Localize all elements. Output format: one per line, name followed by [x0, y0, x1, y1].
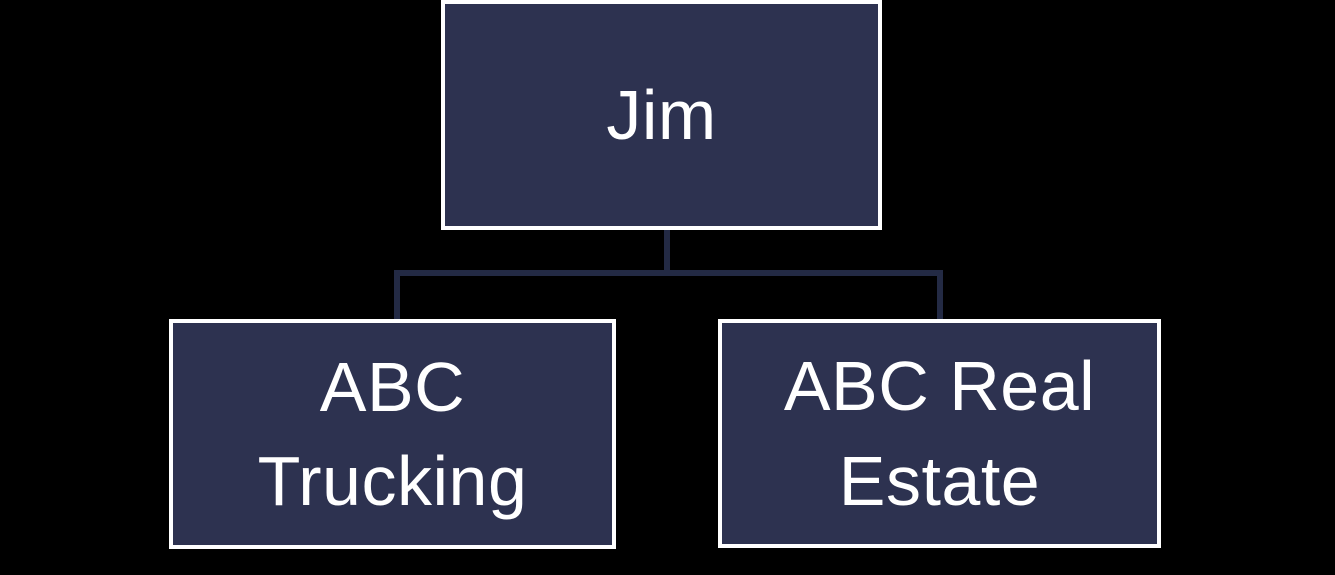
node-abc-real-estate-label: ABC Real Estate — [783, 347, 1096, 520]
connector-root-stem — [664, 230, 670, 276]
node-abc-real-estate[interactable]: ABC Real Estate — [718, 319, 1161, 548]
connector-left-drop — [394, 270, 400, 322]
node-jim-label: Jim — [606, 75, 717, 154]
node-abc-trucking[interactable]: ABC Trucking — [169, 319, 616, 549]
connector-right-drop — [937, 270, 943, 322]
node-abc-trucking-label: ABC Trucking — [257, 347, 528, 521]
connector-crossbar — [394, 270, 943, 276]
node-jim[interactable]: Jim — [441, 0, 882, 230]
